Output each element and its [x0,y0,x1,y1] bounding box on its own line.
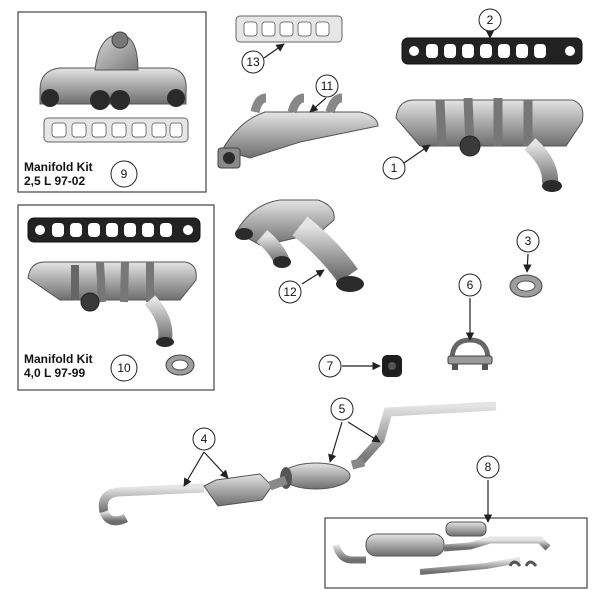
manifold-12 [235,199,364,292]
front-pipe-converter-4 [98,473,288,526]
callout-8: 8 [485,460,492,474]
kit-box-10 [17,204,215,391]
callout-5: 5 [339,402,346,416]
callout-1: 1 [391,161,398,175]
gasket-2-5l [43,117,189,143]
callout-9: 9 [121,167,128,181]
kit-spec-10: 4,0 L 97-99 [24,366,86,380]
callout-7: 7 [327,359,334,373]
kit-label-9: Manifold Kit 2,5 L 97-02 [24,160,93,188]
kit-box-8 [324,517,588,589]
manifold-1 [395,97,584,192]
callout-11: 11 [321,79,334,93]
seal-ring-3 [509,274,543,298]
callout-3: 3 [525,234,532,248]
callout-4: 4 [201,432,208,446]
callout-6: 6 [467,278,474,292]
kit-title-9: Manifold Kit [24,160,93,174]
callout-labels: 1 2 3 4 5 6 7 8 9 10 11 12 13 [117,13,531,474]
kit-title-10: Manifold Kit [24,352,93,366]
manifold-11 [217,93,379,169]
callout-13: 13 [246,55,260,69]
seal-ring-kit-10 [165,354,195,376]
manifold-2-5l [39,31,187,110]
callout-circles [110,8,540,479]
gasket-13 [235,15,343,43]
clamp-6 [447,337,493,370]
manifold-4-0l [27,261,197,347]
rubber-hanger-7 [382,355,402,377]
callout-arrows [183,30,532,523]
kit-box-9 [17,11,207,193]
kit-label-10: Manifold Kit 4,0 L 97-99 [24,352,93,380]
exhaust-kit-8 [332,521,551,575]
callout-2: 2 [487,13,494,27]
kit-spec-9: 2,5 L 97-02 [24,174,86,188]
muffler-pipe-5 [280,401,497,490]
callout-10: 10 [117,361,131,375]
callout-12: 12 [283,285,297,299]
gasket-4-0l [27,217,201,243]
gasket-2 [401,37,583,65]
